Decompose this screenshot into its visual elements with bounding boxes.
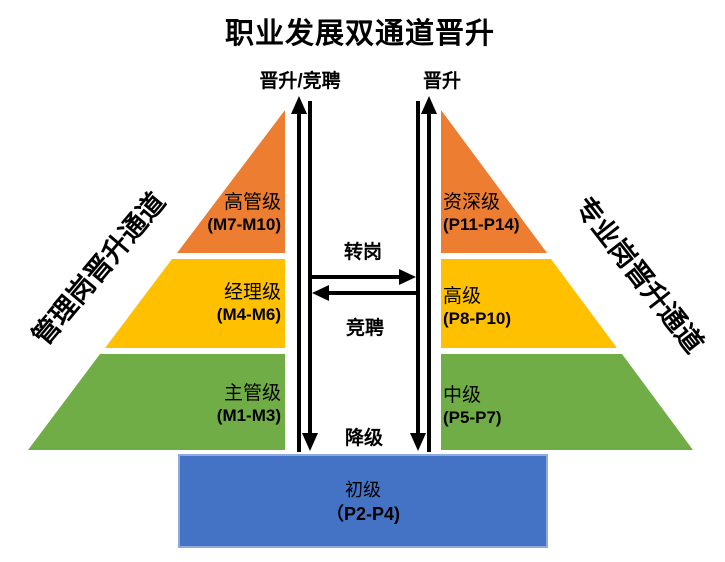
level-name: 初级 xyxy=(345,480,381,500)
base-level-border xyxy=(178,454,548,548)
mgmt-up-arrowhead-icon xyxy=(291,96,307,114)
level-name: 高级 xyxy=(443,286,482,307)
level-name: 主管级 xyxy=(223,383,281,404)
prof-up-arrowhead-icon xyxy=(421,96,437,114)
prof-level-mid-label: 高级 (P8-P10) xyxy=(443,286,593,330)
level-name: 中级 xyxy=(443,385,482,406)
level-range: (P11-P14) xyxy=(443,215,520,234)
mgmt-level-top-label: 高管级 (M7-M10) xyxy=(141,192,281,236)
compete-label: 竞聘 xyxy=(345,318,384,339)
transfer-label: 转岗 xyxy=(343,242,382,263)
base-level-shape xyxy=(179,455,547,547)
mgmt-level-top-shape xyxy=(177,110,285,253)
mgmt-level-low-label: 主管级 (M1-M3) xyxy=(141,383,281,427)
promote-label: 晋升 xyxy=(422,71,461,92)
level-name: 经理级 xyxy=(223,282,281,303)
base-level-label: 初级 （P2-P4) xyxy=(179,478,547,526)
compete-arrowhead-icon xyxy=(312,285,329,301)
level-name: 高管级 xyxy=(223,192,281,213)
transfer-arrowhead-icon xyxy=(399,269,416,285)
level-range: （P2-P4) xyxy=(325,504,401,524)
level-range: (M1-M3) xyxy=(216,406,281,425)
page-title: 职业发展双通道晋升 xyxy=(224,18,495,50)
prof-down-arrowhead-icon xyxy=(410,433,426,451)
mgmt-down-arrowhead-icon xyxy=(302,433,318,451)
mgmt-level-low-shape xyxy=(28,354,285,450)
mgmt-level-mid-label: 经理级 (M4-M6) xyxy=(141,282,281,326)
level-range: (P5-P7) xyxy=(443,408,502,427)
prof-level-low-shape xyxy=(441,354,693,450)
mgmt-level-mid-shape xyxy=(105,259,285,348)
level-name: 资深级 xyxy=(443,192,501,213)
prof-level-mid-shape xyxy=(441,259,617,348)
level-range: (M7-M10) xyxy=(207,215,281,234)
promote-compete-label: 晋升/竞聘 xyxy=(259,71,341,92)
level-range: (M4-M6) xyxy=(216,305,281,324)
prof-level-low-label: 中级 (P5-P7) xyxy=(443,385,593,429)
level-range: (P8-P10) xyxy=(443,309,512,328)
demote-label: 降级 xyxy=(344,428,383,449)
prof-level-top-label: 资深级 (P11-P14) xyxy=(443,192,593,236)
prof-level-top-shape xyxy=(441,110,547,253)
